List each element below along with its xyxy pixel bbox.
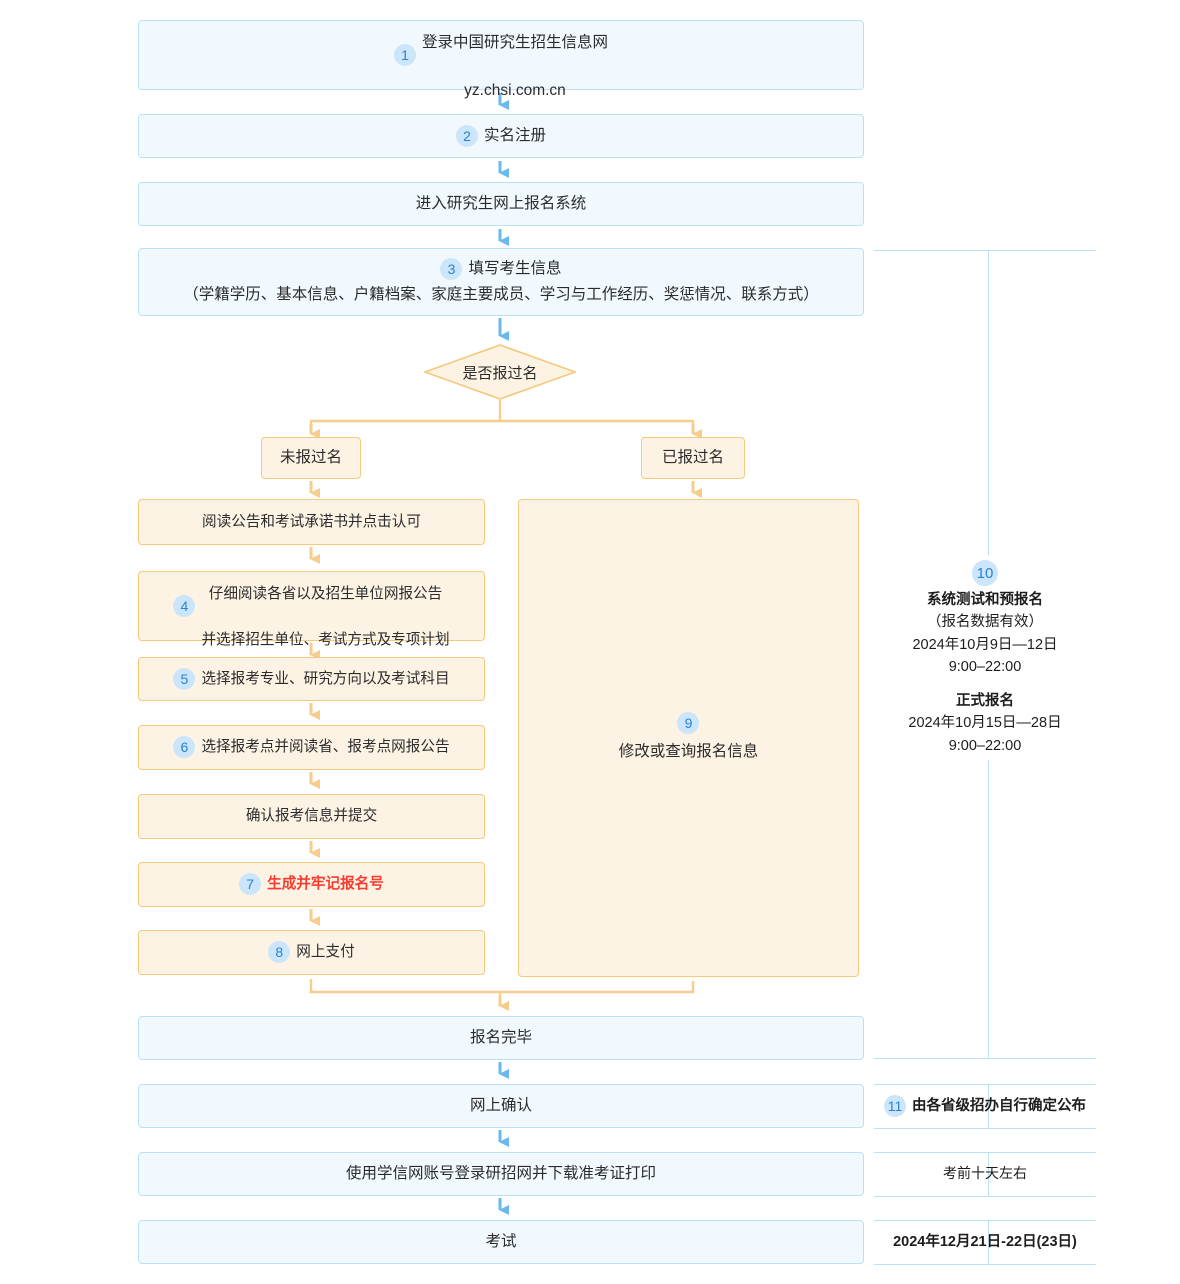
annotation-schedule-pre-hours: 9:00–22:00 [948, 659, 1022, 676]
step-badge-2: 2 [455, 124, 478, 147]
step-download-admission-ticket-label: 使用学信网账号登录研招网并下载准考证打印 [345, 1164, 656, 1182]
step-login-text: 登录中国研究生招生信息网 yz.chsi.com.cn [421, 33, 608, 100]
step-badge-5: 5 [173, 667, 196, 690]
annotation-badge-10: 10 [972, 560, 998, 586]
step-registration-complete-label: 报名完毕 [469, 1028, 532, 1046]
step-generate-registration-number-label: 生成并牢记报名号 [267, 876, 384, 893]
annotation-rule-exam-bottom [874, 1264, 1096, 1265]
annotation-guide-ticket [988, 1152, 989, 1196]
annotation-exam: 2024年12月21日-22日(23日) [874, 1220, 1096, 1264]
step-exam[interactable]: 考试 [138, 1220, 864, 1264]
annotation-rule-confirmation-bottom [874, 1128, 1096, 1129]
annotation-rule-confirmation-top [874, 1084, 1096, 1085]
step-badge-4: 4 [173, 595, 196, 617]
step-read-announcement[interactable]: 阅读公告和考试承诺书并点击认可 [138, 499, 485, 545]
annotation-rule-top [874, 250, 1096, 251]
step-registration-complete[interactable]: 报名完毕 [138, 1016, 864, 1060]
step-online-payment[interactable]: 8 网上支付 [138, 930, 485, 975]
step-real-name-register[interactable]: 2 实名注册 [138, 114, 864, 158]
step-choose-test-center-label: 选择报考点并阅读省、报考点网报公告 [201, 739, 450, 756]
annotation-rule-exam-top [874, 1220, 1096, 1221]
annotation-guide-confirmation [988, 1084, 989, 1128]
annotation-rule-ticket-top [874, 1152, 1096, 1153]
step-choose-test-center[interactable]: 6 选择报考点并阅读省、报考点网报公告 [138, 725, 485, 770]
step-badge-6: 6 [173, 736, 196, 759]
annotation-schedule-pre-dates: 2024年10月9日—12日 [912, 636, 1058, 653]
step-modify-or-query-label: 修改或查询报名信息 [618, 742, 759, 760]
step-online-confirmation-label: 网上确认 [469, 1096, 532, 1114]
step-real-name-register-label: 实名注册 [483, 126, 546, 144]
annotation-schedule: 10 系统测试和预报名 （报名数据有效） 2024年10月9日—12日 9:00… [874, 560, 1096, 757]
step-online-payment-label: 网上支付 [296, 944, 355, 961]
annotation-guide-mid [988, 760, 989, 1058]
step-badge-9: 9 [677, 711, 700, 734]
step-confirm-and-submit-label: 确认报考信息并提交 [245, 808, 378, 825]
step-download-admission-ticket[interactable]: 使用学信网账号登录研招网并下载准考证打印 [138, 1152, 864, 1196]
step-badge-8: 8 [268, 941, 291, 964]
step-read-announcement-label: 阅读公告和考试承诺书并点击认可 [202, 513, 421, 530]
step-read-province-announcement-text: 仔细阅读各省以及招生单位网报公告 并选择招生单位、考试方式及专项计划 [201, 586, 450, 648]
annotation-confirmation: 11 由各省级招办自行确定公布 [874, 1084, 1096, 1128]
step-generate-registration-number[interactable]: 7 生成并牢记报名号 [138, 862, 485, 907]
step-read-province-announcement[interactable]: 4 仔细阅读各省以及招生单位网报公告 并选择招生单位、考试方式及专项计划 [138, 571, 485, 648]
step-login[interactable]: 1 登录中国研究生招生信息网 yz.chsi.com.cn [138, 20, 864, 99]
step-badge-3: 3 [440, 257, 463, 280]
step-enter-system-label: 进入研究生网上报名系统 [415, 194, 587, 212]
annotation-guide-upper [988, 250, 989, 555]
step-fill-candidate-info-title: 填写考生信息 [468, 259, 562, 277]
branch-label-not-registered-text: 未报过名 [279, 448, 342, 466]
annotation-rule-ticket-bottom [874, 1196, 1096, 1197]
annotation-ticket-text: 考前十天左右 [943, 1165, 1027, 1182]
decision-has-registered-before[interactable]: 是否报过名 [424, 344, 576, 400]
step-modify-or-query[interactable]: 9 修改或查询报名信息 [518, 499, 859, 977]
annotation-exam-text: 2024年12月21日-22日(23日) [893, 1233, 1077, 1250]
annotation-schedule-formal-title: 正式报名 [956, 692, 1014, 709]
annotation-schedule-pre-subtitle: （报名数据有效） [927, 614, 1043, 631]
decision-label: 是否报过名 [462, 364, 538, 382]
branch-label-already-registered-text: 已报过名 [661, 448, 724, 466]
step-badge-1: 1 [393, 44, 416, 66]
step-badge-7: 7 [239, 873, 262, 896]
annotation-guide-exam [988, 1220, 989, 1264]
step-choose-major[interactable]: 5 选择报考专业、研究方向以及考试科目 [138, 657, 485, 701]
annotation-schedule-pre-title: 系统测试和预报名 [927, 592, 1043, 608]
step-confirm-and-submit[interactable]: 确认报考信息并提交 [138, 794, 485, 839]
annotation-schedule-formal-hours: 9:00–22:00 [948, 737, 1022, 754]
step-fill-candidate-info[interactable]: 3 填写考生信息 （学籍学历、基本信息、户籍档案、家庭主要成员、学习与工作经历、… [138, 248, 864, 316]
step-enter-system[interactable]: 进入研究生网上报名系统 [138, 182, 864, 226]
annotation-badge-11: 11 [884, 1095, 906, 1117]
step-fill-candidate-info-detail: （学籍学历、基本信息、户籍档案、家庭主要成员、学习与工作经历、奖惩情况、联系方式… [183, 286, 819, 303]
annotation-ticket: 考前十天左右 [874, 1152, 1096, 1196]
step-choose-major-label: 选择报考专业、研究方向以及考试科目 [201, 670, 450, 687]
annotation-rule-schedule-bottom [874, 1058, 1096, 1059]
annotation-schedule-formal-dates: 2024年10月15日—28日 [908, 715, 1062, 732]
step-exam-label: 考试 [485, 1232, 517, 1250]
branch-label-already-registered[interactable]: 已报过名 [641, 437, 745, 479]
annotation-confirmation-text: 由各省级招办自行确定公布 [912, 1097, 1086, 1114]
branch-label-not-registered[interactable]: 未报过名 [261, 437, 361, 479]
step-online-confirmation[interactable]: 网上确认 [138, 1084, 864, 1128]
